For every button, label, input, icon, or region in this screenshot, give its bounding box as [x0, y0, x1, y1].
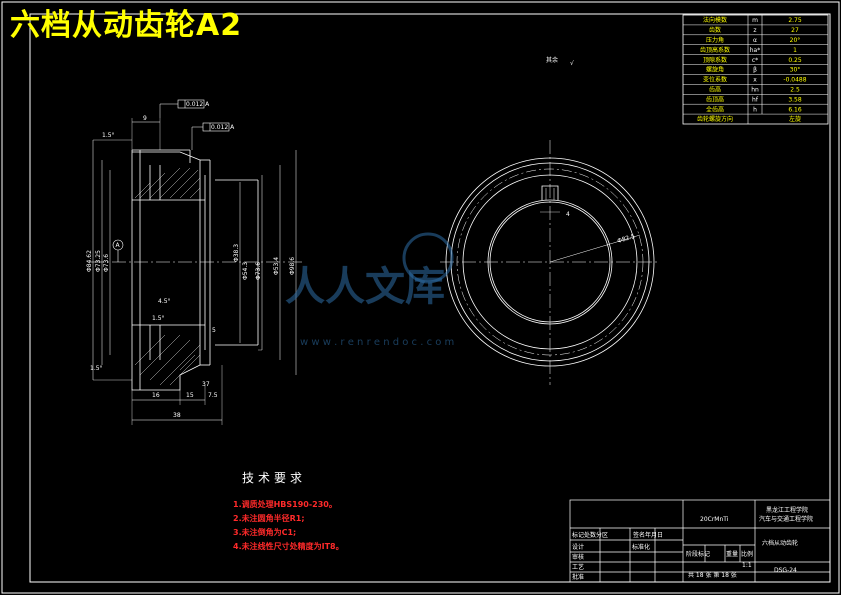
dim-dia-1: Φ84.62: [86, 250, 93, 272]
param-cell: α: [753, 37, 757, 44]
param-cell: ha*: [750, 47, 760, 54]
param-cell: 螺旋角: [706, 66, 724, 74]
tb-scale: 比例: [741, 550, 753, 558]
dim-radius: Φ82.5: [617, 233, 637, 245]
dim-5: 5: [212, 327, 216, 334]
dim-dia-8: Φ98.6: [289, 257, 296, 275]
tb-standardize: 标准化: [632, 543, 650, 551]
tb-school-2: 汽车与交通工程学院: [759, 515, 813, 523]
dim-angle-2: 1.5°: [152, 315, 165, 322]
param-cell: 左旋: [789, 115, 801, 123]
tb-material: 20CrMnTi: [700, 516, 729, 523]
param-cell: 齿高: [709, 86, 721, 94]
param-cell: 27: [791, 27, 799, 34]
param-cell: h: [753, 106, 757, 113]
param-cell: hn: [751, 87, 759, 94]
dim-dia-7: Φ53.4: [273, 257, 280, 275]
requirements-heading: 技术要求: [242, 471, 306, 485]
tb-row-process: 工艺: [572, 563, 584, 571]
param-cell: 变位系数: [703, 76, 727, 84]
param-cell: 齿顶高: [706, 95, 724, 103]
section-view: [90, 103, 305, 425]
requirement-1: 1.调质处理HBS190-230。: [233, 499, 337, 509]
dim-key-4: 4: [566, 211, 570, 218]
param-cell: m: [752, 17, 758, 24]
inner-border: [29, 13, 831, 583]
watermark-logo: [402, 232, 454, 284]
param-cell: 全齿高: [706, 105, 724, 113]
dim-16: 16: [152, 392, 160, 399]
param-cell: -0.0488: [783, 77, 806, 84]
watermark-url: w w w . r e n r e n d o c . c o m: [300, 337, 454, 348]
param-cell: 3.58: [788, 96, 802, 103]
param-cell: 法向模数: [703, 16, 727, 24]
dim-dia-6: Φ73.6: [255, 262, 262, 280]
tb-scale-value: 1:1: [742, 562, 752, 569]
tb-sign-date: 签名年月日: [633, 531, 663, 539]
tolerance-frame-1: 0.012 A: [177, 99, 210, 109]
title-block: [569, 499, 831, 583]
param-cell: 齿顶高系数: [700, 46, 730, 54]
tb-row-design: 设计: [572, 543, 584, 551]
requirement-2: 2.未注圆角半径R1;: [233, 513, 305, 523]
dim-7-5: 7.5: [208, 392, 218, 399]
svg-text:0.012 A: 0.012 A: [211, 124, 235, 131]
param-cell: 顶隙系数: [703, 56, 727, 64]
tb-school-1: 黑龙江工程学院: [766, 506, 808, 514]
tb-row-approve: 批准: [572, 573, 584, 581]
tb-weight: 重量: [726, 550, 738, 558]
param-cell: 20°: [790, 37, 801, 44]
param-cell: c*: [752, 57, 758, 64]
page-title: 六档从动齿轮A2: [10, 8, 243, 43]
roughness-note: 其余: [546, 56, 558, 64]
dim-dia-4: Φ38.3: [233, 244, 240, 262]
tb-row-mark: 标记处数分区: [572, 531, 608, 539]
param-cell: 30°: [790, 67, 801, 74]
param-cell: z: [753, 27, 756, 34]
front-view: [440, 140, 660, 385]
param-cell: 0.25: [788, 57, 802, 64]
requirement-3: 3.未注倒角为C1;: [233, 527, 296, 537]
param-cell: 1: [793, 47, 797, 54]
watermark-text: 人人文库: [285, 264, 445, 310]
svg-text:0.012 A: 0.012 A: [186, 101, 210, 108]
param-cell: 6.16: [788, 106, 802, 113]
param-cell: 2.5: [790, 87, 800, 94]
dim-dia-3: Φ73.6: [103, 254, 110, 272]
dim-9: 9: [143, 115, 147, 122]
dim-38: 38: [173, 412, 181, 419]
param-cell: 齿轮螺旋方向: [697, 115, 733, 123]
param-cell: hf: [752, 96, 759, 103]
tb-part-name: 六档从动齿轮: [762, 539, 798, 547]
tb-sheet: 共 18 张 第 18 张: [688, 571, 737, 579]
tb-drawing-no: DSG-24: [774, 567, 797, 574]
param-cell: 2.75: [788, 17, 802, 24]
dim-dia-5: Φ54.3: [242, 262, 249, 280]
dim-chamfer-top: 1.5°: [102, 132, 115, 139]
roughness-symbol: √: [570, 60, 574, 67]
param-cell: 压力角: [706, 36, 724, 44]
dim-37: 37: [202, 381, 210, 388]
tb-stage: 阶段标记: [686, 550, 710, 558]
param-cell: 齿数: [709, 26, 721, 34]
tb-row-review: 审核: [572, 553, 584, 561]
dim-dia-2: Φ73.25: [95, 250, 102, 272]
dim-15: 15: [186, 392, 194, 399]
datum-label: A: [116, 242, 121, 249]
param-table: 法向模数 m 2.75 齿数 z 27 压力角 α 20° 齿顶高系数 ha* 1 顶隙系数 c* 0.25…: [682, 14, 829, 125]
param-cell: x: [753, 77, 757, 84]
dim-angle-1: 4.5°: [158, 298, 171, 305]
dim-angle-3: 1.5°: [90, 365, 103, 372]
requirement-4: 4.未注线性尺寸处精度为IT8。: [233, 541, 344, 551]
tolerance-frame-2: 0.012 A: [202, 122, 235, 132]
param-cell: β: [753, 67, 757, 74]
